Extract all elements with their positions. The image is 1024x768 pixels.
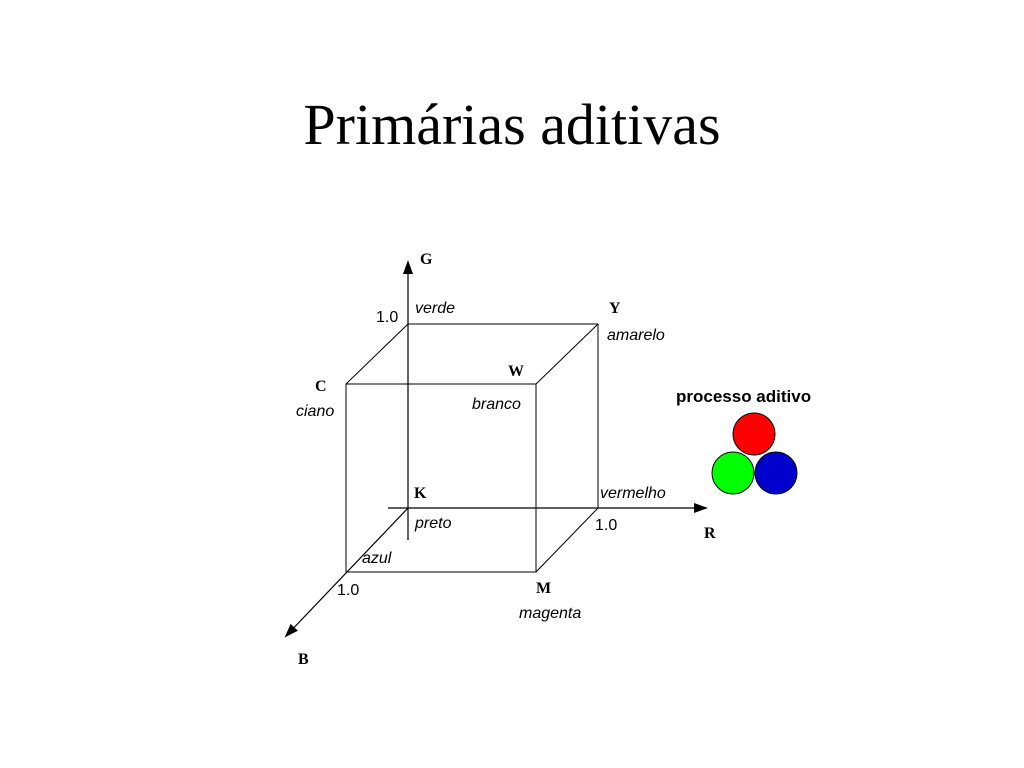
vertex-m-name: magenta [519,605,581,622]
vertex-y-name: amarelo [607,327,665,344]
blue-circle [754,451,798,495]
vertex-w-name: branco [472,396,521,413]
vertex-y-letter: Y [609,300,621,317]
r-axis-label: R [704,525,716,542]
b-axis-label: B [298,651,309,668]
cube-edge-r-m [535,507,599,573]
vertex-k-letter: K [414,485,427,502]
vertex-k-name: preto [414,515,452,532]
cube-edge-y-w [535,323,599,385]
g-axis-tick: 1.0 [376,309,398,326]
vertex-g-name: verde [415,300,455,317]
g-axis-label: G [420,251,433,268]
additive-process-label: processo aditivo [676,387,811,406]
slide-title: Primárias aditivas [303,92,721,157]
vertex-m-letter: M [536,580,551,597]
red-circle [732,412,776,456]
r-axis-tick: 1.0 [595,517,617,534]
cube-edge-g-c [345,323,409,385]
green-circle [711,451,755,495]
b-axis-tick: 1.0 [337,582,359,599]
vertex-c-name: ciano [296,403,334,420]
vertex-w-letter: W [508,363,524,380]
vertex-b-name: azul [362,550,392,567]
vertex-r-name: vermelho [600,485,666,502]
vertex-c-letter: C [315,378,327,395]
cube-front-face [345,383,537,573]
